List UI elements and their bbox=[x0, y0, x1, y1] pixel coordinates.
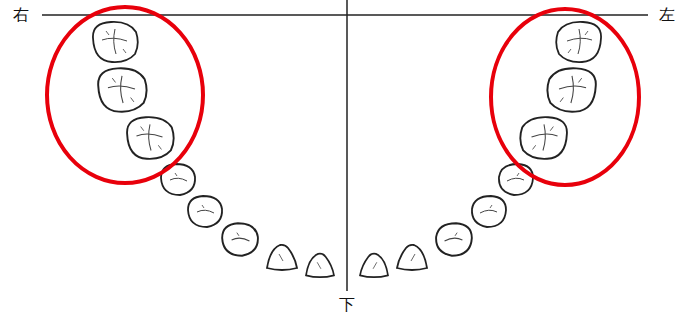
vertical-axis bbox=[346, 0, 348, 291]
horizontal-axis bbox=[42, 14, 648, 16]
direction-label: 右 bbox=[12, 6, 30, 24]
highlight-ellipse bbox=[491, 9, 639, 185]
teeth bbox=[93, 22, 601, 277]
direction-label: 下 bbox=[338, 296, 356, 314]
direction-label: 左 bbox=[658, 6, 676, 24]
highlight-ellipse bbox=[47, 7, 203, 183]
